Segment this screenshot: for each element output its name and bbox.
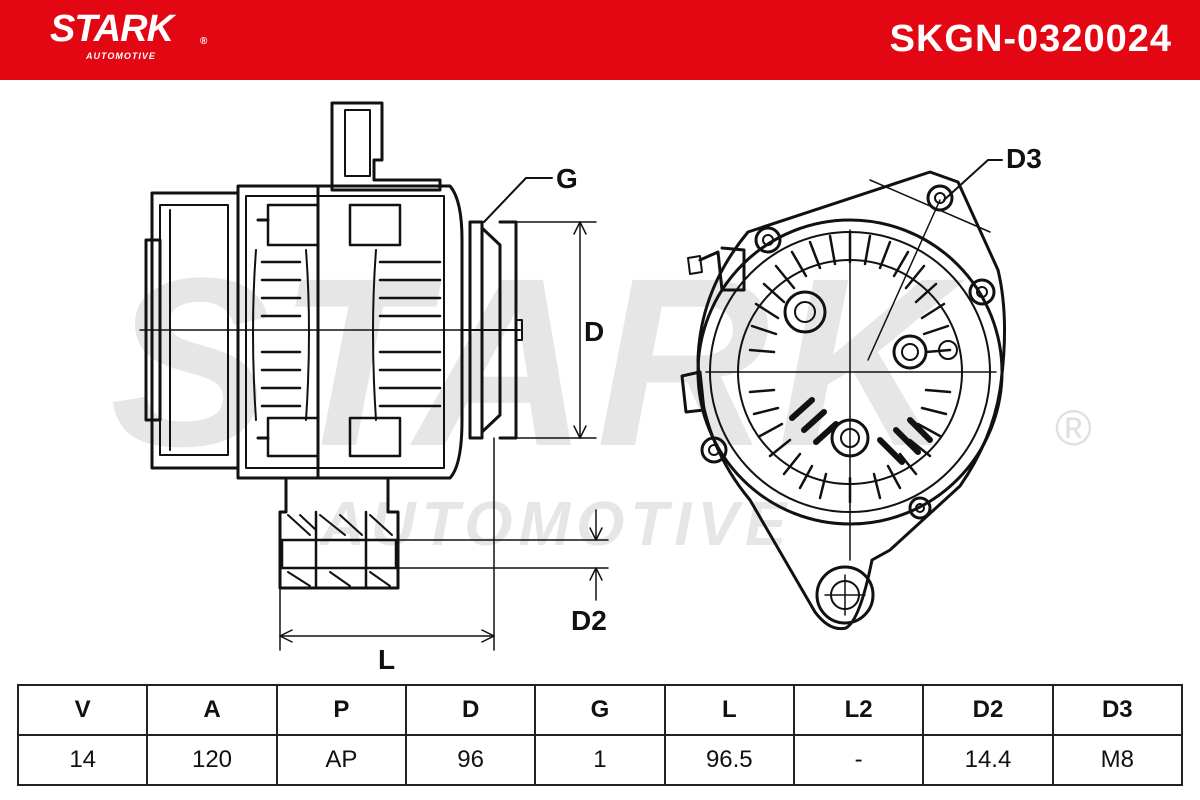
spec-header-d2: D2 xyxy=(922,684,1054,736)
dim-label-d2: D2 xyxy=(571,605,607,636)
spec-header-p: P xyxy=(275,684,407,736)
spec-value-row: 14 120 AP 96 1 96.5 - 14.4 M8 xyxy=(16,734,1184,786)
spec-header-v: V xyxy=(16,684,149,736)
spec-header-d: D xyxy=(404,684,537,736)
spec-value-d: 96 xyxy=(404,734,537,786)
spec-header-a: A xyxy=(146,684,278,736)
logo-subtext: AUTOMOTIVE xyxy=(86,51,156,61)
stark-logo: STARK ® AUTOMOTIVE xyxy=(50,8,207,61)
spec-value-d2: 14.4 xyxy=(922,734,1054,786)
dim-label-d3: D3 xyxy=(1006,143,1042,174)
spec-header-row: V A P D G L L2 D2 D3 xyxy=(16,684,1184,736)
alternator-side-view xyxy=(139,101,609,651)
header-bar: STARK ® AUTOMOTIVE SKGN-0320024 xyxy=(0,0,1200,80)
spec-header-l2: L2 xyxy=(792,684,925,736)
spec-header-d3: D3 xyxy=(1051,684,1184,736)
spec-header-l: L xyxy=(663,684,795,736)
logo-text: STARK xyxy=(50,8,174,50)
dim-label-d: D xyxy=(584,316,605,347)
spec-value-d3: M8 xyxy=(1051,734,1184,786)
spec-value-v: 14 xyxy=(16,734,149,786)
spec-value-p: AP xyxy=(275,734,407,786)
spec-value-a: 120 xyxy=(146,734,278,786)
alternator-front-view xyxy=(680,159,1007,631)
dim-label-g: G xyxy=(556,163,578,194)
logo-registered-mark: ® xyxy=(200,36,208,47)
spec-header-g: G xyxy=(534,684,666,736)
alternator-drawing xyxy=(139,101,1007,651)
dim-label-l: L xyxy=(378,644,396,675)
spec-value-l2: - xyxy=(792,734,925,786)
spec-value-g: 1 xyxy=(534,734,666,786)
spec-value-l: 96.5 xyxy=(663,734,795,786)
spec-table: V A P D G L L2 D2 D3 14 120 AP 96 1 96.5… xyxy=(16,684,1184,786)
part-number: SKGN-0320024 xyxy=(889,18,1172,60)
